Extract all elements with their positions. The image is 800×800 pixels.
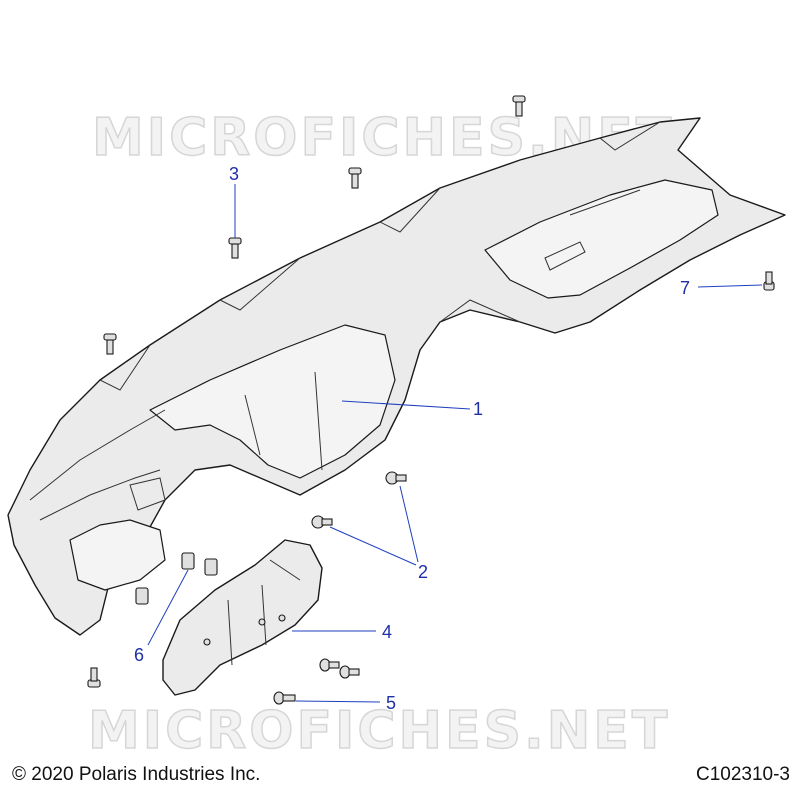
callout-5: 5 bbox=[386, 693, 396, 713]
fastener-bottom-left bbox=[87, 667, 101, 688]
main-panel bbox=[7, 117, 786, 636]
watermark-bottom: MICROFICHES.NET bbox=[88, 701, 670, 761]
fastener-upper bbox=[348, 167, 362, 189]
fastener-part3 bbox=[228, 237, 242, 259]
callout-2: 2 bbox=[418, 562, 428, 582]
fastener-lower-a bbox=[319, 658, 340, 672]
callout-7: 7 bbox=[680, 278, 690, 298]
callout-3: 3 bbox=[229, 164, 239, 184]
callout-1: 1 bbox=[473, 399, 483, 419]
copyright-text: © 2020 Polaris Industries Inc. bbox=[12, 764, 261, 785]
clip-nut-b bbox=[204, 558, 218, 576]
fastener-top-center bbox=[512, 95, 526, 117]
fastener-left bbox=[103, 333, 117, 355]
leader-6 bbox=[147, 569, 189, 646]
clip-nut-c bbox=[135, 587, 149, 605]
fastener-part7 bbox=[763, 271, 775, 291]
leader-2a bbox=[399, 485, 419, 563]
leader-5 bbox=[295, 700, 381, 703]
fastener-part2-b bbox=[311, 515, 333, 529]
leader-7 bbox=[697, 284, 763, 288]
callout-6: 6 bbox=[134, 645, 144, 665]
fastener-lower-b bbox=[339, 665, 360, 679]
watermark-top: MICROFICHES.NET bbox=[92, 108, 674, 168]
callout-4: 4 bbox=[382, 622, 392, 642]
lower-cover bbox=[162, 539, 323, 696]
leader-1 bbox=[341, 400, 471, 410]
fastener-part2-a bbox=[385, 471, 407, 485]
clip-nut-a bbox=[181, 552, 195, 570]
fastener-part5 bbox=[273, 691, 296, 705]
leader-2b bbox=[329, 526, 417, 566]
diagram-id: C102310-3 bbox=[695, 764, 790, 785]
